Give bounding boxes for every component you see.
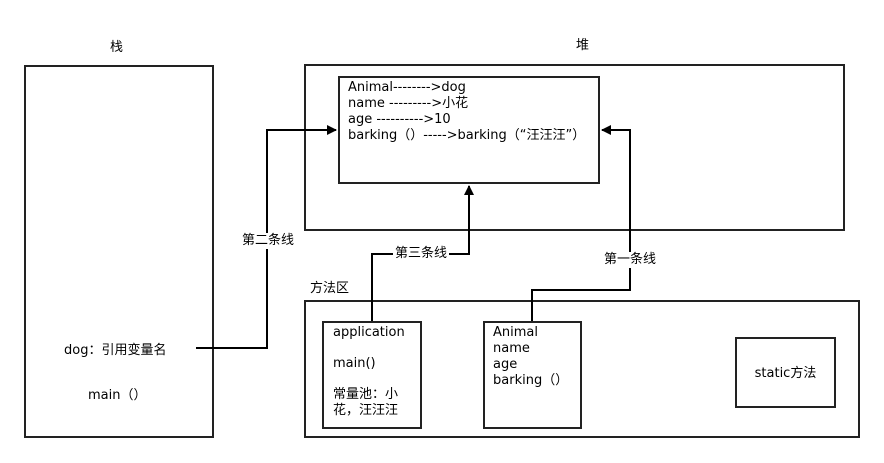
static-method-label: static方法 (754, 366, 817, 381)
application-class-text: application main() 常量池：小 花，汪汪汪 (333, 325, 405, 419)
application-constant-pool-line1: 常量池：小 (333, 387, 399, 402)
application-main: main() (333, 356, 376, 371)
animal-class-box (483, 321, 582, 429)
animal-class-field-age: age (493, 357, 518, 372)
application-constant-pool-line2: 花，汪汪汪 (333, 403, 399, 418)
connector-third-label: 第三条线 (393, 246, 450, 262)
connector-first-line (531, 125, 631, 321)
method-area-title: 方法区 (310, 281, 350, 296)
method-area-region (304, 300, 860, 438)
heap-region (304, 64, 845, 231)
heap-object-line-class: Animal-------->dog (348, 80, 466, 95)
application-name: application (333, 325, 405, 340)
stack-region (24, 65, 214, 438)
application-class-box (322, 321, 422, 429)
animal-class-field-name: name (493, 341, 530, 356)
connector-first-label: 第一条线 (602, 252, 659, 268)
stack-title: 栈 (110, 40, 124, 55)
stack-main-frame: main（） (88, 388, 147, 403)
heap-title: 堆 (576, 38, 590, 53)
connector-second-label: 第二条线 (240, 233, 297, 249)
animal-class-name: Animal (493, 325, 538, 340)
heap-object-fields: Animal-------->dog name --------->小花 age… (348, 80, 585, 144)
heap-dog-object (338, 76, 600, 184)
animal-class-text: Animal name age barking（） (493, 325, 568, 389)
animal-class-method-barking: barking（） (493, 373, 569, 388)
heap-object-line-barking: barking（）----->barking（“汪汪汪”） (348, 128, 586, 143)
heap-object-line-name: name --------->小花 (348, 96, 469, 111)
static-method-box (735, 337, 836, 408)
heap-object-line-age: age ---------->10 (348, 112, 451, 127)
stack-dog-reference: dog：引用变量名 (64, 343, 167, 358)
